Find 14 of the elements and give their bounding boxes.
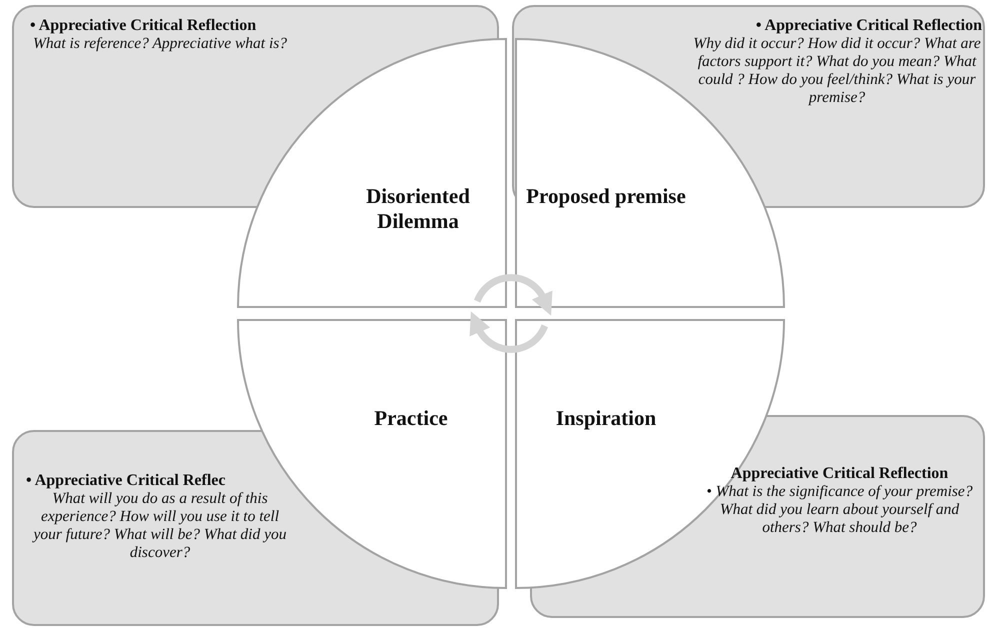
quadrant-title: Proposed premise <box>525 184 687 209</box>
quadrant-title: Practice <box>373 406 449 431</box>
quadrant-title: Inspiration <box>554 406 658 431</box>
cycle-arrow <box>474 274 552 316</box>
heading: • Appreciative Critical Reflection <box>754 17 982 35</box>
question-text: What will you do as a result of this experience? How will you use it to tell your future? What will be? What did you discover? <box>31 490 288 562</box>
cycle-arrow <box>470 311 548 353</box>
heading: Appreciative Critical Reflection <box>730 465 950 483</box>
quadrant-title: Disoriented Dilemma <box>365 184 471 234</box>
heading: • Appreciative Critical Reflec <box>26 472 226 490</box>
question-text: Why did it occur? How did it occur? What are factors support it? What do you mean? What could ? How do you feel/think? What is your premise? <box>692 35 982 107</box>
heading: • Appreciative Critical Reflection <box>30 17 258 35</box>
question-text: • What is the significance of your premise? What did you learn about yourself and others? What should be? <box>705 483 974 537</box>
question-text: What is reference? Appreciative what is? <box>32 35 288 53</box>
